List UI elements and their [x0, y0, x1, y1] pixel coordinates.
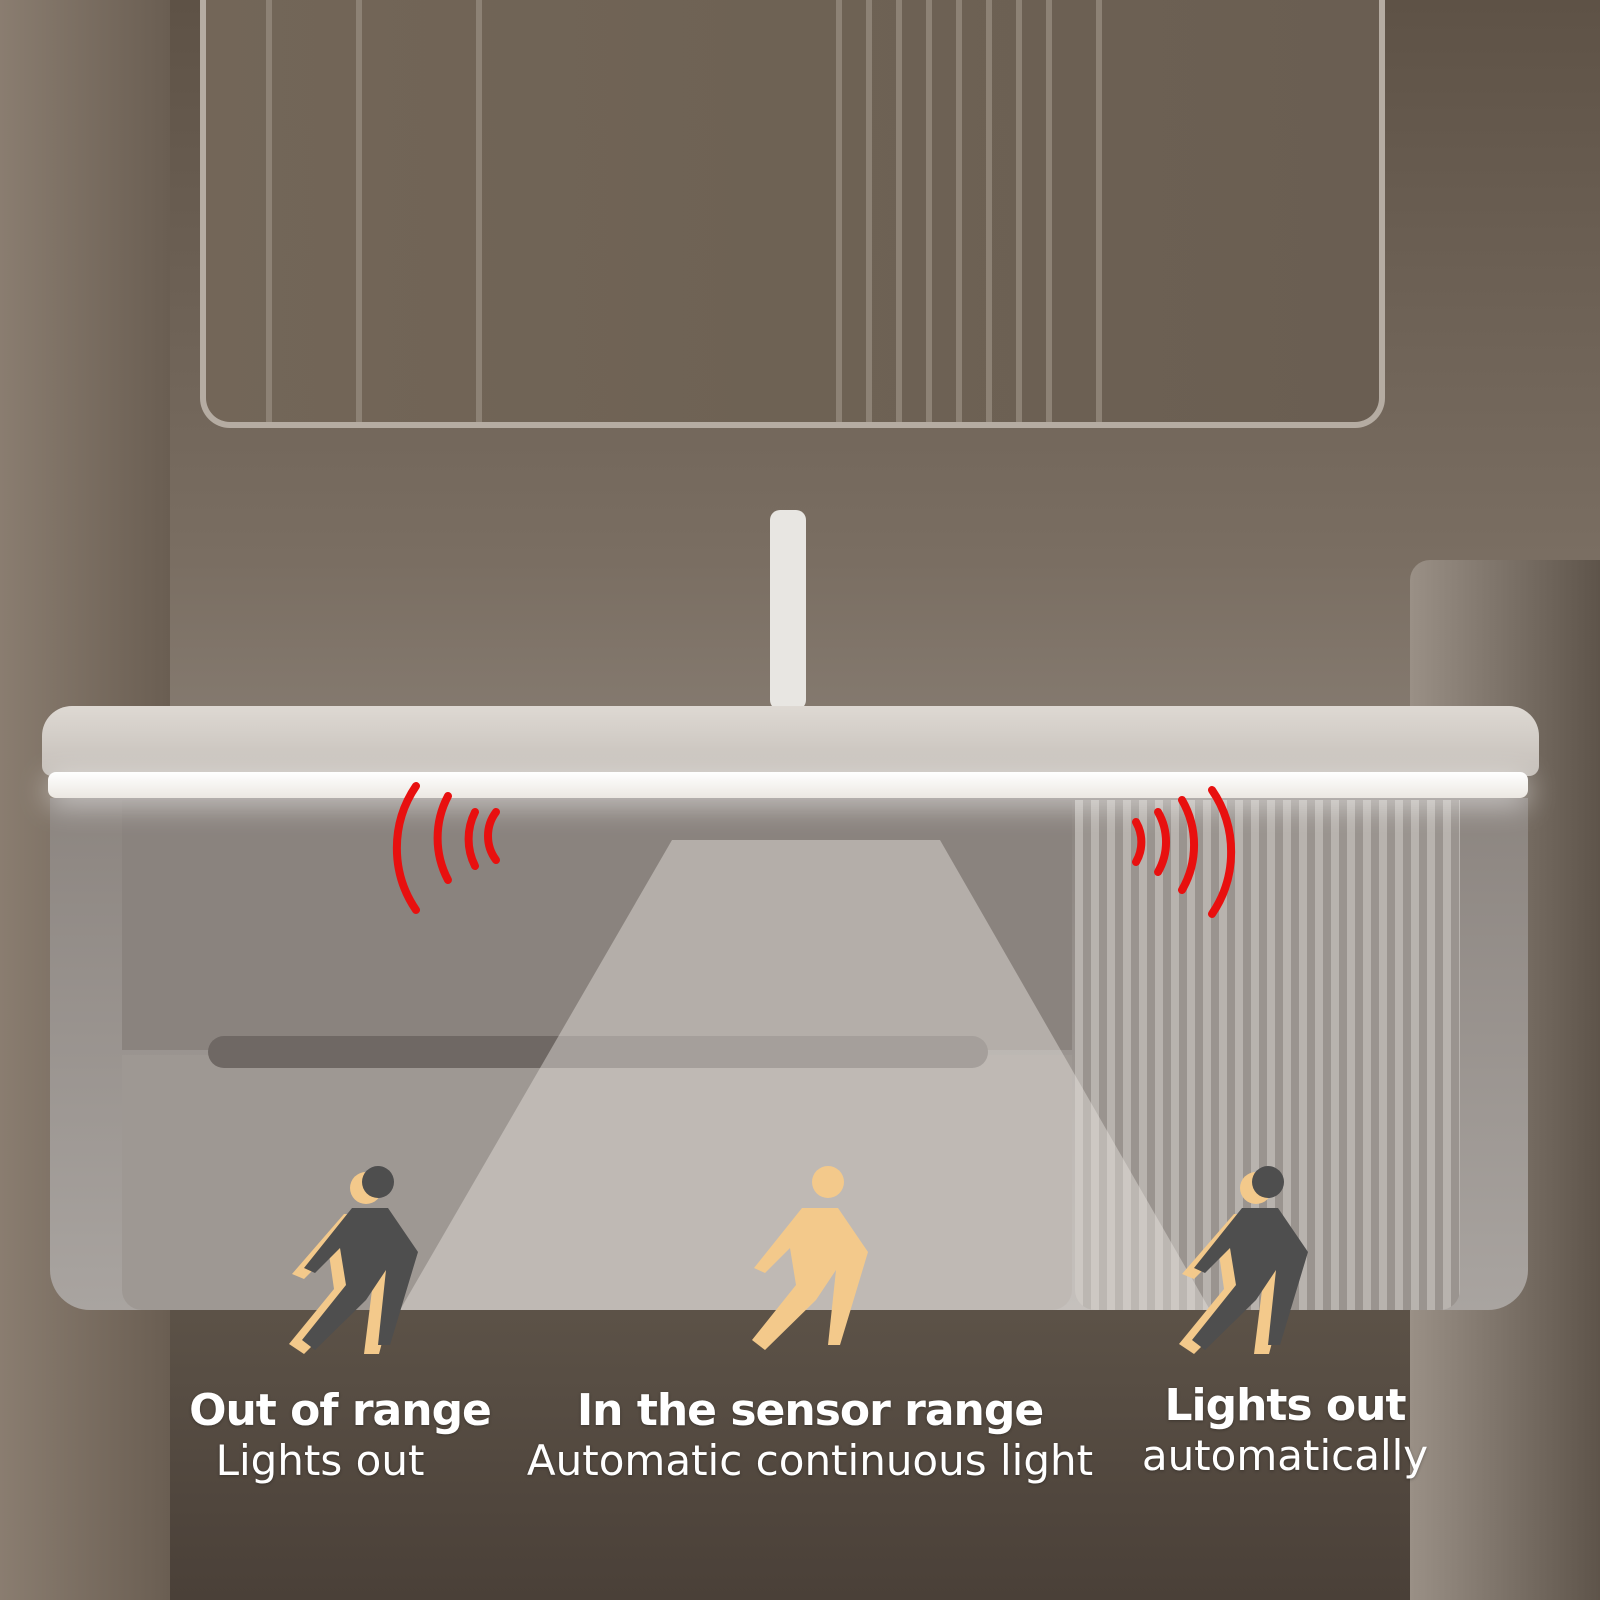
- led-light-strip: [48, 772, 1528, 798]
- caption-title: Out of range: [189, 1385, 492, 1436]
- sensor-wave-right-icon: [1132, 786, 1236, 918]
- caption-title: In the sensor range: [576, 1385, 1044, 1436]
- sensor-wave-left-icon: [392, 782, 500, 914]
- caption-subtitle: automatically: [1141, 1431, 1429, 1480]
- caption-subtitle: Automatic continuous light: [526, 1436, 1094, 1485]
- person-walking-icon: [752, 1166, 868, 1350]
- caption-out-of-range: Out of range Lights out: [170, 1385, 510, 1485]
- caption-title: Lights out: [1164, 1380, 1406, 1431]
- caption-lights-out: Lights out automatically: [1130, 1380, 1440, 1480]
- person-walking-icon: [1179, 1166, 1308, 1354]
- countertop: [42, 706, 1539, 776]
- bottom-drawer: [122, 1055, 1072, 1310]
- drawer-handle: [208, 1036, 988, 1068]
- mirror-cabinet: [200, 0, 1385, 428]
- person-walking-icon: [289, 1166, 418, 1354]
- faucet: [770, 510, 806, 710]
- caption-subtitle: Lights out: [215, 1436, 425, 1485]
- top-drawer: [122, 800, 1072, 1050]
- caption-in-range: In the sensor range Automatic continuous…: [520, 1385, 1100, 1485]
